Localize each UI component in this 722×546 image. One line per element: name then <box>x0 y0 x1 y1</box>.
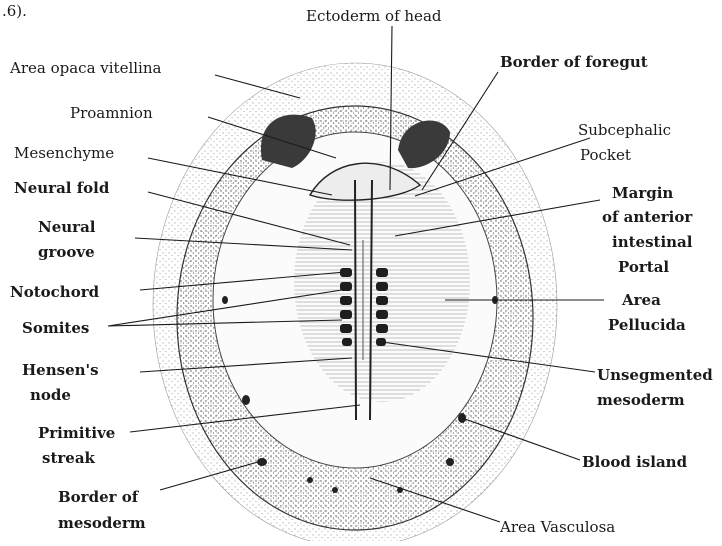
label-primitive-streak: streak <box>42 449 96 467</box>
label-proamnion: Proamnion <box>70 104 153 122</box>
label-subcephalic: Subcephalic <box>578 121 671 139</box>
label-hensens-node: node <box>30 386 71 404</box>
label-border-of: Border of <box>58 488 140 506</box>
label-neural-fold: Neural fold <box>14 179 110 197</box>
label-margin: Margin <box>612 184 673 202</box>
label-somites: Somites <box>22 319 89 337</box>
label-neural: Neural <box>38 218 96 236</box>
label-border-mesoderm: mesoderm <box>58 514 146 532</box>
label-hensens: Hensen's <box>22 361 99 379</box>
label-margin-portal: Portal <box>618 258 669 276</box>
label-unsegmented: Unsegmented <box>597 366 713 384</box>
label-neural-groove: groove <box>38 243 95 261</box>
label-area: Area <box>621 291 661 309</box>
label-mesenchyme: Mesenchyme <box>14 144 114 162</box>
label-margin-anterior: of anterior <box>602 208 693 226</box>
label-area-pellucida: Pellucida <box>608 316 686 334</box>
label-margin-intestinal: intestinal <box>612 233 693 251</box>
neural-fold-left <box>355 180 356 420</box>
label-unsegmented-mesoderm: mesoderm <box>597 391 685 409</box>
label-area-vasculosa: Area Vasculosa <box>499 518 615 536</box>
corner-fragment: .6). <box>2 2 27 20</box>
label-primitive: Primitive <box>38 424 115 442</box>
label-subcephalic-pocket: Pocket <box>580 146 631 164</box>
label-blood-island: Blood island <box>582 453 688 471</box>
label-area-opaca-vitellina: Area opaca vitellina <box>9 59 162 77</box>
label-ectoderm-of-head: Ectoderm of head <box>306 7 442 25</box>
label-notochord: Notochord <box>10 283 100 301</box>
label-border-of-foregut: Border of foregut <box>500 53 648 71</box>
